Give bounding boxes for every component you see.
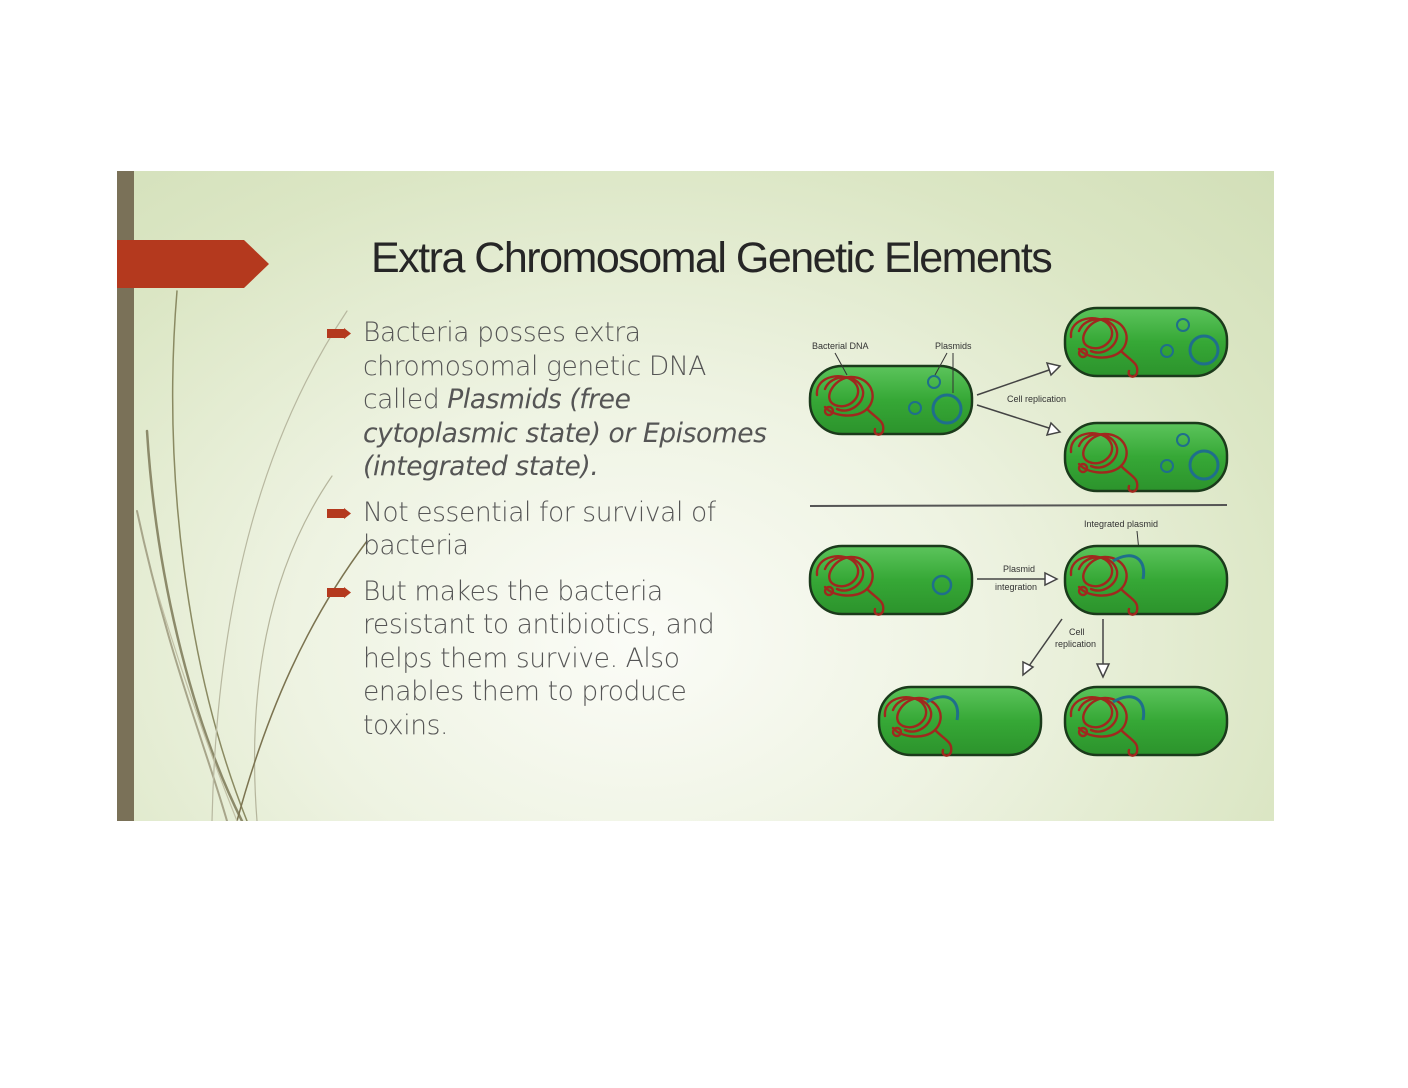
bullet-list: Bacteria posses extra chromosomal geneti… — [327, 316, 767, 754]
plasmid-diagram: Bacterial DNA Plasmids Cell replication — [808, 306, 1229, 757]
title-accent-arrow — [117, 240, 269, 288]
bullet-text: But makes the bacteria resistant to anti… — [363, 575, 715, 741]
integration-arrow — [977, 571, 1059, 587]
label-integrated-plasmid: Integrated plasmid — [1084, 519, 1158, 529]
label-cell-replication-top: Cell replication — [1007, 394, 1066, 404]
label-cell-replication-bottom-1: Cell — [1069, 627, 1085, 637]
pencil-bullet-icon — [327, 507, 351, 519]
pencil-bullet-icon — [327, 586, 351, 598]
bacterium-cell-integrated — [1063, 544, 1229, 616]
slide-title: Extra Chromosomal Genetic Elements — [371, 234, 1053, 282]
accent-arrow-shape — [117, 240, 269, 288]
bacterium-cell-original — [808, 364, 974, 436]
bullet-item-plasmids: Bacteria posses extra chromosomal geneti… — [327, 316, 767, 484]
pointer-line — [834, 352, 848, 376]
bullet-text: Not essential for survival of bacteria — [363, 496, 716, 562]
section-divider — [809, 504, 1228, 507]
bullet-text: Bacteria posses extra chromosomal geneti… — [363, 317, 706, 415]
bacterium-cell-daughter-1 — [1063, 306, 1229, 378]
bullet-italic-text: Plasmids (free cytoplasmic state) or Epi… — [363, 384, 767, 482]
bacterium-cell-daughter-2 — [1063, 421, 1229, 493]
bottom-replication-arrows — [1022, 618, 1111, 679]
pencil-bullet-icon — [327, 328, 351, 339]
label-plasmids: Plasmids — [935, 341, 972, 351]
label-bacterial-dna: Bacterial DNA — [812, 341, 869, 351]
left-accent-bar — [117, 171, 134, 821]
bullet-item-not-essential: Not essential for survival of bacteria — [327, 496, 767, 563]
replication-arrows — [976, 361, 1062, 437]
decorative-curves — [136, 290, 368, 821]
bacterium-cell-with-plasmid — [808, 544, 974, 616]
slide: Extra Chromosomal Genetic Elements Bacte… — [117, 171, 1274, 821]
label-cell-replication-bottom-2: replication — [1055, 639, 1096, 649]
bacterium-cell-integrated-daughter-1 — [877, 685, 1043, 757]
pointer-line — [934, 352, 948, 376]
bullet-item-resistance: But makes the bacteria resistant to anti… — [327, 575, 767, 743]
label-plasmid-integration-1: Plasmid — [1003, 564, 1035, 574]
label-plasmid-integration-2: integration — [995, 582, 1037, 592]
bacterium-cell-integrated-daughter-2 — [1063, 685, 1229, 757]
